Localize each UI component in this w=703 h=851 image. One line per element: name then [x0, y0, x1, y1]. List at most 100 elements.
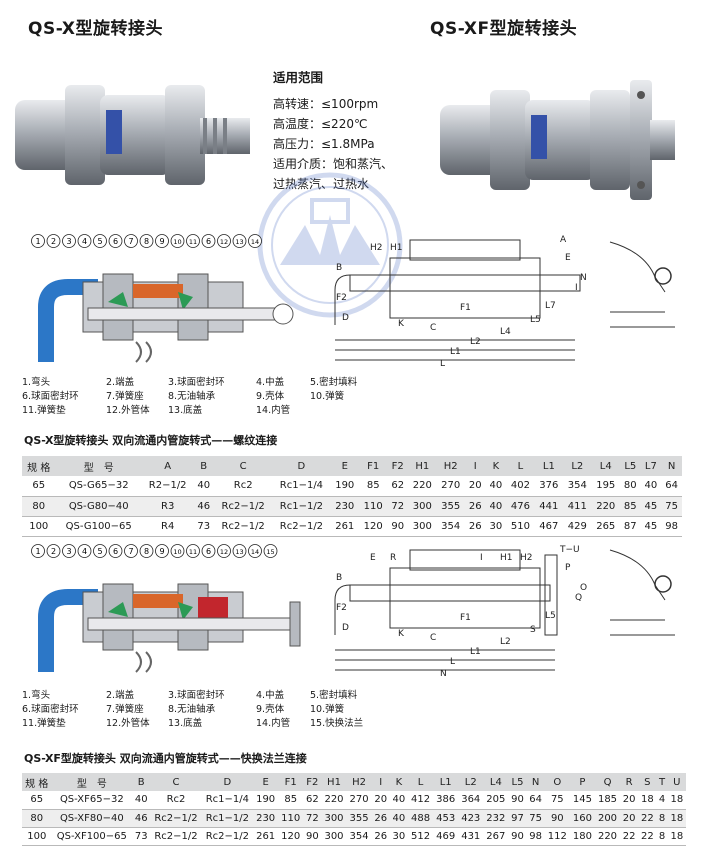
callout-number: 6	[206, 547, 211, 556]
scope-line: 高温度：≤220℃	[273, 117, 368, 131]
table-cell: 220	[591, 496, 620, 517]
table-header-cell: K	[485, 456, 507, 476]
dimension-label: L4	[500, 327, 511, 337]
legend-item: 12.外管体	[106, 718, 150, 729]
section-title-qs-xf: QS-XF型旋转接头 双向流通内管旋转式——快换法兰连接	[24, 752, 307, 765]
dimension-label: K	[398, 629, 405, 639]
title-qs-x: QS-X型旋转接头	[28, 19, 163, 39]
callout-circle	[170, 544, 185, 558]
product-photo-qs-x	[15, 85, 250, 185]
callout-circle	[93, 234, 107, 248]
dimension-label: E	[565, 253, 571, 263]
side-view-qs-xf	[609, 549, 675, 636]
dimension-label: T−U	[559, 545, 580, 555]
dimension-label: I	[480, 553, 483, 563]
table-cell: 18	[638, 791, 657, 810]
table-cell: 26	[464, 496, 486, 517]
table-cell: 90	[508, 827, 527, 846]
dimension-label: L2	[470, 337, 481, 347]
legend-item: 10.弹簧	[310, 391, 345, 402]
callout-number: 4	[82, 547, 87, 556]
table-cell: 476	[506, 496, 535, 517]
table-header-cell: Q	[594, 773, 621, 791]
table-cell: Rc1−1/2	[201, 809, 254, 828]
table-header-cell: L1	[433, 773, 459, 791]
parts-legend-qs-x: 1.弯头 2.端盖 3.球面密封环 4.中盖 5.密封填料 6.球面密封环 7.…	[22, 376, 380, 418]
callout-circle	[139, 234, 154, 248]
dimension-label: C	[430, 323, 436, 333]
table-header-cell: L	[506, 456, 535, 476]
dimension-label: N	[580, 273, 587, 283]
table-header-cell: T	[656, 773, 668, 791]
dimension-label: A	[560, 235, 567, 245]
table-cell: 230	[330, 496, 359, 517]
dimension-label: O	[580, 583, 587, 593]
table-cell: 355	[346, 809, 372, 828]
table-cell: 90	[387, 516, 409, 537]
table-header-cell: F1	[358, 456, 388, 476]
callout-number: 14	[251, 548, 259, 556]
legend-item: 14.内管	[256, 405, 291, 416]
table-cell: 45	[640, 496, 662, 517]
table-cell: 453	[433, 809, 459, 828]
legend-item: 6.球面密封环	[22, 704, 79, 715]
table-cell: 300	[408, 496, 437, 517]
table-header-cell: L2	[563, 456, 592, 476]
table-cell: 75	[544, 791, 570, 810]
table-cell: 429	[563, 516, 592, 537]
callout-circle	[31, 234, 45, 248]
table-cell: 300	[408, 516, 437, 537]
dimension-label: B	[336, 573, 342, 583]
table-header-cell: F2	[303, 773, 322, 791]
callout-circle	[155, 234, 169, 248]
table-cell: 160	[569, 809, 595, 828]
table-cell: 205	[483, 791, 509, 810]
table-cell: 267	[483, 827, 509, 846]
table-cell: 40	[485, 476, 507, 497]
callout-circle	[263, 544, 278, 558]
table-cell: 412	[408, 791, 434, 810]
callout-circle	[232, 544, 247, 558]
callout-number: 1	[35, 547, 40, 556]
table-cell: 100	[22, 516, 56, 537]
callout-number: 5	[97, 547, 102, 556]
dimension-label: F2	[336, 293, 347, 303]
table-cell: 18	[667, 827, 686, 846]
table-header-cell: D	[272, 456, 331, 476]
table-cell: 467	[534, 516, 564, 537]
legend-item: 5.密封填料	[310, 377, 358, 388]
table-header-cell: L2	[458, 773, 484, 791]
dimension-label: L5	[545, 611, 556, 621]
table-header-cell: H2	[346, 773, 372, 791]
table-cell: Rc2	[214, 476, 273, 497]
table-header-cell: U	[667, 773, 686, 791]
table-cell: 62	[303, 791, 322, 810]
table-cell: 512	[408, 827, 434, 846]
table-cell: 402	[506, 476, 535, 497]
legend-item: 10.弹簧	[310, 704, 345, 715]
table-cell: R4	[141, 516, 194, 537]
legend-item: 5.密封填料	[310, 690, 358, 701]
table-cell: 72	[387, 496, 409, 517]
table-cell: 85	[619, 496, 641, 517]
title-qs-xf: QS-XF型旋转接头	[430, 19, 578, 39]
callout-circle	[108, 544, 123, 558]
table-header-cell: C	[150, 773, 202, 791]
table-cell: 190	[253, 791, 279, 810]
table-header-cell: B	[132, 773, 151, 791]
callout-number: 11	[189, 548, 197, 556]
table-header-cell: H1	[321, 773, 347, 791]
table-cell: R2−1/2	[141, 476, 194, 497]
table-header-cell: S	[638, 773, 657, 791]
table-cell: 98	[661, 516, 682, 537]
table-cell: 180	[569, 827, 595, 846]
